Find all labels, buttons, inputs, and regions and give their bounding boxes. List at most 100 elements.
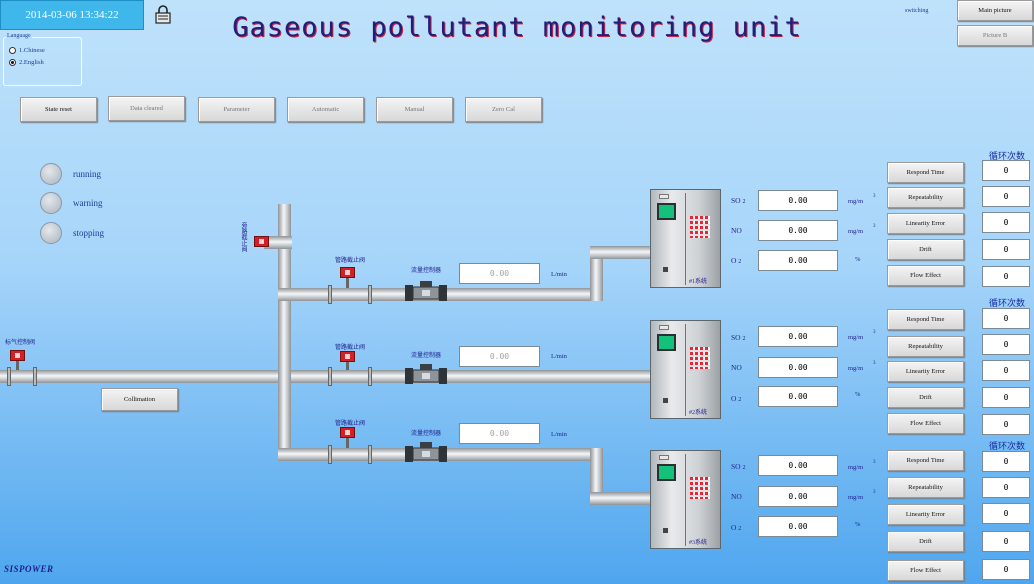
pipe-valve-1-icon[interactable]	[340, 267, 355, 278]
cycle-count-field[interactable]: 0	[982, 531, 1030, 552]
no-value-1[interactable]: 0.00	[758, 220, 838, 241]
repeatability-button-1[interactable]: Repeatability	[887, 187, 964, 208]
radio-selected-icon[interactable]	[9, 59, 16, 66]
system-label-1: #1系统	[689, 279, 708, 285]
flow-controller-label-3: 流量控制器	[411, 431, 442, 437]
valve-stem	[346, 362, 349, 370]
valve-stem	[346, 438, 349, 448]
state-reset-button[interactable]: State reset	[20, 97, 97, 122]
flange	[328, 367, 332, 386]
zero-cal-button[interactable]: Zero Cal	[465, 97, 542, 122]
pipe-valve-label-1: 管路截止阀	[335, 258, 366, 264]
gas-name: NO	[731, 226, 742, 235]
cycle-count-field[interactable]: 0	[982, 334, 1030, 355]
flow-effect-button-2[interactable]: Flow Effect	[887, 413, 964, 434]
language-option-english[interactable]: 2.English	[9, 59, 44, 66]
o2-value-2[interactable]: 0.00	[758, 386, 838, 407]
o2-value-3[interactable]: 0.00	[758, 516, 838, 537]
repeatability-button-2[interactable]: Repeatability	[887, 336, 964, 357]
flow-controller-2-icon[interactable]	[405, 364, 447, 393]
analyzer-cabinet-2: #2系统	[650, 320, 721, 419]
flow-controller-1-icon[interactable]	[405, 281, 447, 310]
standard-gas-valve-label: 标气控制阀	[5, 340, 36, 346]
flow-controller-3-icon[interactable]	[405, 442, 447, 471]
cycle-count-field[interactable]: 0	[982, 477, 1030, 498]
radio-icon[interactable]	[9, 47, 16, 54]
so2-value-3[interactable]: 0.00	[758, 455, 838, 476]
vertical-manifold-pipe	[278, 204, 291, 460]
screen-icon	[657, 464, 676, 481]
cycle-count-field[interactable]: 0	[982, 308, 1030, 329]
cycle-count-field[interactable]: 0	[982, 186, 1030, 207]
gas-name: SO 2	[731, 462, 746, 471]
no-value-2[interactable]: 0.00	[758, 357, 838, 378]
cycle-count-field[interactable]: 0	[982, 451, 1030, 472]
valve-stem	[16, 361, 19, 370]
linearity-error-button-1[interactable]: Linearity Error	[887, 213, 964, 234]
cycle-count-field[interactable]: 0	[982, 239, 1030, 260]
cycle-count-field[interactable]: 0	[982, 360, 1030, 381]
gas-name: O 2	[731, 394, 742, 403]
main-pipe	[0, 370, 650, 383]
picture-b-button[interactable]: Picture B	[957, 25, 1033, 46]
collimation-button[interactable]: Collimation	[101, 388, 178, 411]
screen-icon	[657, 203, 676, 220]
respond-time-button-1[interactable]: Respond Time	[887, 162, 964, 183]
cycle-count-field[interactable]: 0	[982, 212, 1030, 233]
main-picture-button[interactable]: Main picture	[957, 0, 1033, 21]
system-label-3: #3系统	[689, 540, 708, 546]
lock-icon[interactable]	[153, 4, 173, 24]
flow-effect-button-3[interactable]: Flow Effect	[887, 560, 964, 581]
flange	[33, 367, 37, 386]
so2-value-2[interactable]: 0.00	[758, 326, 838, 347]
running-label: running	[73, 169, 101, 179]
drift-button-1[interactable]: Drift	[887, 239, 964, 260]
linearity-error-button-2[interactable]: Linearity Error	[887, 361, 964, 382]
page-title: Gaseous pollutant monitoring unit	[232, 12, 802, 43]
cycle-count-field[interactable]: 0	[982, 559, 1030, 580]
riser-pipe-1	[590, 246, 603, 301]
drop-pipe-3	[590, 448, 603, 503]
respond-time-button-3[interactable]: Respond Time	[887, 450, 964, 471]
warning-lamp-icon	[40, 192, 62, 214]
gas-unit-sup: 3	[873, 194, 876, 199]
language-option-chinese[interactable]: 1.Chinese	[9, 47, 45, 54]
bypass-stub-pipe	[264, 236, 292, 249]
cycle-count-field[interactable]: 0	[982, 414, 1030, 435]
standard-gas-valve-icon[interactable]	[10, 350, 25, 361]
bypass-valve-label: 旁路截止阀	[240, 222, 246, 252]
cycle-count-field[interactable]: 0	[982, 266, 1030, 287]
pipe-valve-3-icon[interactable]	[340, 427, 355, 438]
manual-button[interactable]: Manual	[376, 97, 453, 122]
cycle-count-field[interactable]: 0	[982, 387, 1030, 408]
company-logo: SISPOWER	[4, 564, 54, 574]
flow-effect-button-1[interactable]: Flow Effect	[887, 265, 964, 286]
drift-button-2[interactable]: Drift	[887, 387, 964, 408]
parameter-button[interactable]: Parameter	[198, 97, 275, 122]
language-option-label: 1.Chinese	[19, 47, 45, 54]
flow-field-3[interactable]: 0.00	[459, 423, 540, 444]
gas-unit-sup: 3	[873, 460, 876, 465]
bypass-valve-icon[interactable]	[254, 236, 269, 247]
gas-unit: %	[855, 521, 861, 528]
drift-button-3[interactable]: Drift	[887, 531, 964, 552]
o2-value-1[interactable]: 0.00	[758, 250, 838, 271]
repeatability-button-3[interactable]: Repeatability	[887, 477, 964, 498]
so2-value-1[interactable]: 0.00	[758, 190, 838, 211]
feed-pipe-3	[590, 492, 652, 505]
automatic-button[interactable]: Automatic	[287, 97, 364, 122]
flow-field-2[interactable]: 0.00	[459, 346, 540, 367]
data-cleared-button[interactable]: Data cleared	[108, 96, 185, 121]
flow-controller-label-1: 流量控制器	[411, 268, 442, 274]
pipe-valve-2-icon[interactable]	[340, 351, 355, 362]
no-value-3[interactable]: 0.00	[758, 486, 838, 507]
gas-unit: mg/m	[848, 365, 864, 372]
flow-field-1[interactable]: 0.00	[459, 263, 540, 284]
cycle-count-field[interactable]: 0	[982, 503, 1030, 524]
respond-time-button-2[interactable]: Respond Time	[887, 309, 964, 330]
linearity-error-button-3[interactable]: Linearity Error	[887, 504, 964, 525]
cycle-count-field[interactable]: 0	[982, 160, 1030, 181]
flange	[368, 445, 372, 464]
datetime-display: 2014-03-06 13:34:22	[0, 0, 144, 30]
running-lamp-icon	[40, 163, 62, 185]
